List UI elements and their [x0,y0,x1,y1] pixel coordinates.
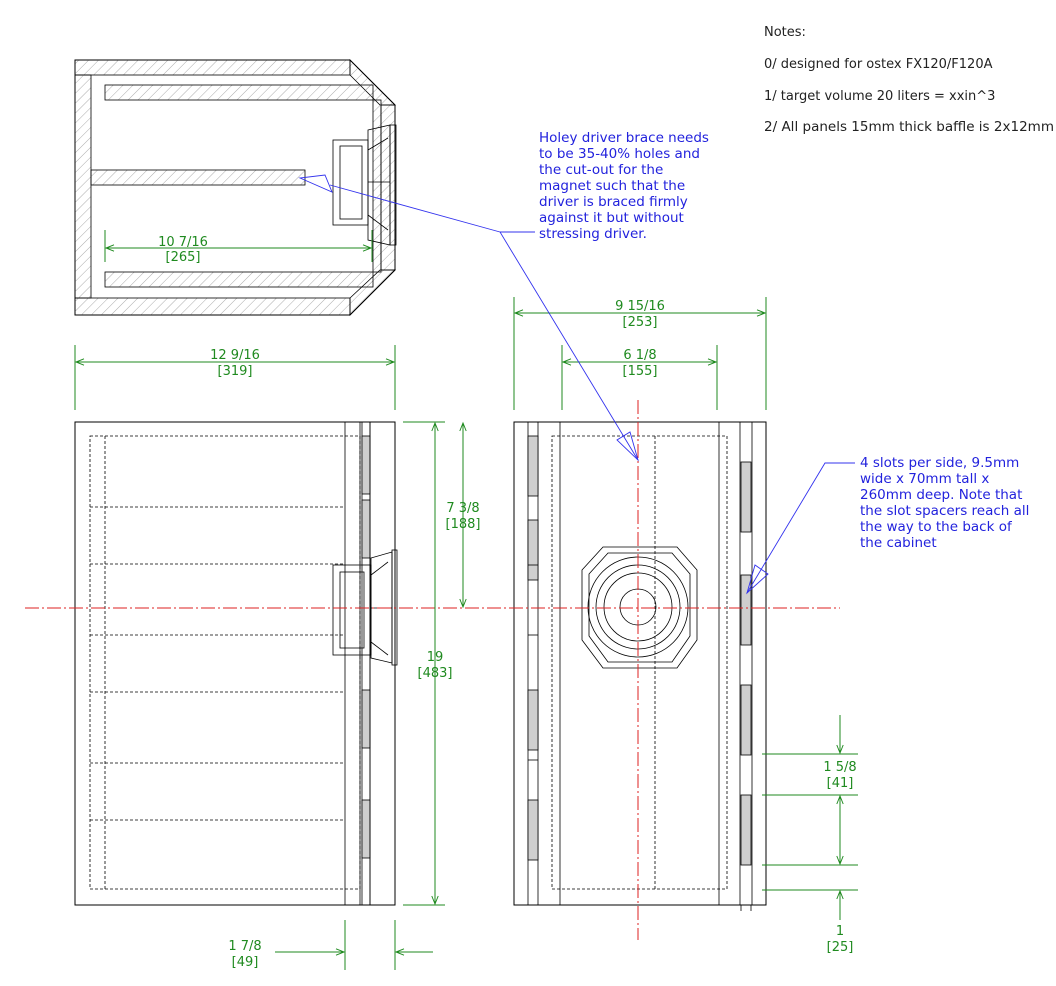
slots-callout-line-5: the cabinet [860,535,937,551]
lower-slot-spacer [104,271,374,288]
brace-callout-line-4: driver is braced firmly [539,194,688,210]
top-driver-profile [332,124,397,246]
inner-width-imperial: 6 1/8 [623,348,656,363]
slots-callout: 4 slots per side, 9.5mm wide x 70mm tall… [860,455,1029,551]
slots-callout-line-2: 260mm deep. Note that [860,487,1022,503]
notes-heading: Notes: [764,25,806,40]
note-0: 0/ designed for ostex FX120/F120A [764,57,993,72]
top-depth-imperial: 10 7/16 [158,235,208,250]
slot-pitch-imperial: 1 5/8 [823,760,856,775]
dimension-lines [74,230,858,970]
front-width-imperial: 9 15/16 [615,299,665,314]
front-width-metric: [253] [623,315,658,330]
driver-height-imperial: 7 3/8 [446,501,479,516]
side-depth-metric: [319] [218,364,253,379]
total-height-metric: [483] [418,666,453,681]
note-2: 2/ All panels 15mm thick baffle is 2x12m… [764,120,1054,135]
front-driver [581,546,698,669]
dimension-labels: 10 7/16 [265] 12 9/16 [319] 9 15/16 [253… [158,235,857,970]
note-1: 1/ target volume 20 liters = xxin^3 [764,89,995,104]
top-depth-metric: [265] [166,250,201,265]
baffle-inner [372,99,382,273]
brace-callout: Holey driver brace needs to be 35-40% ho… [539,130,709,242]
front-outline [513,421,767,906]
brace-callout-line-1: to be 35-40% holes and [539,146,700,162]
slots-callout-line-1: wide x 70mm tall x [860,471,989,487]
brace-callout-line-5: against it but without [539,210,684,226]
slots-callout-line-0: 4 slots per side, 9.5mm [860,455,1019,471]
callout-leaders [298,174,855,595]
side-inner-dashed [89,435,361,890]
front-view [513,421,767,911]
slot-gap-imperial: 1 [836,924,844,939]
slots-callout-line-4: the way to the back of [860,519,1013,535]
driver-brace [90,169,306,186]
front-left-slots [527,435,539,861]
slot-gap-metric: [25] [827,940,854,955]
baffle-depth-imperial: 1 7/8 [228,939,261,954]
back-wall [74,74,92,299]
side-view [74,421,398,906]
top-section-view [74,59,397,316]
top-wall [74,59,351,76]
upper-slot-spacer [104,84,374,101]
slots-callout-line-3: the slot spacers reach all [860,503,1029,519]
baffle-outer [380,104,396,271]
brace-callout-line-6: stressing driver. [539,226,647,242]
side-outline [74,421,396,906]
inner-width-metric: [155] [623,364,658,379]
slot-pitch-metric: [41] [827,776,854,791]
side-depth-imperial: 12 9/16 [210,348,260,363]
total-height-imperial: 19 [427,650,444,665]
slots-leader [746,462,855,594]
front-inner-dashed [551,435,728,890]
baffle-depth-metric: [49] [232,955,259,970]
front-right-slots [740,461,752,911]
brace-callout-line-2: the cut-out for the [539,162,663,178]
driver-height-metric: [188] [446,517,481,532]
bottom-wall [74,297,351,316]
side-driver-profile [332,549,398,666]
brace-callout-line-0: Holey driver brace needs [539,130,709,146]
brace-callout-line-3: magnet such that the [539,178,685,194]
brace-leader-top [329,184,501,233]
brace-leader-front [499,231,639,461]
notes-block: Notes: 0/ designed for ostex FX120/F120A… [764,25,1054,135]
side-slots [361,435,371,859]
